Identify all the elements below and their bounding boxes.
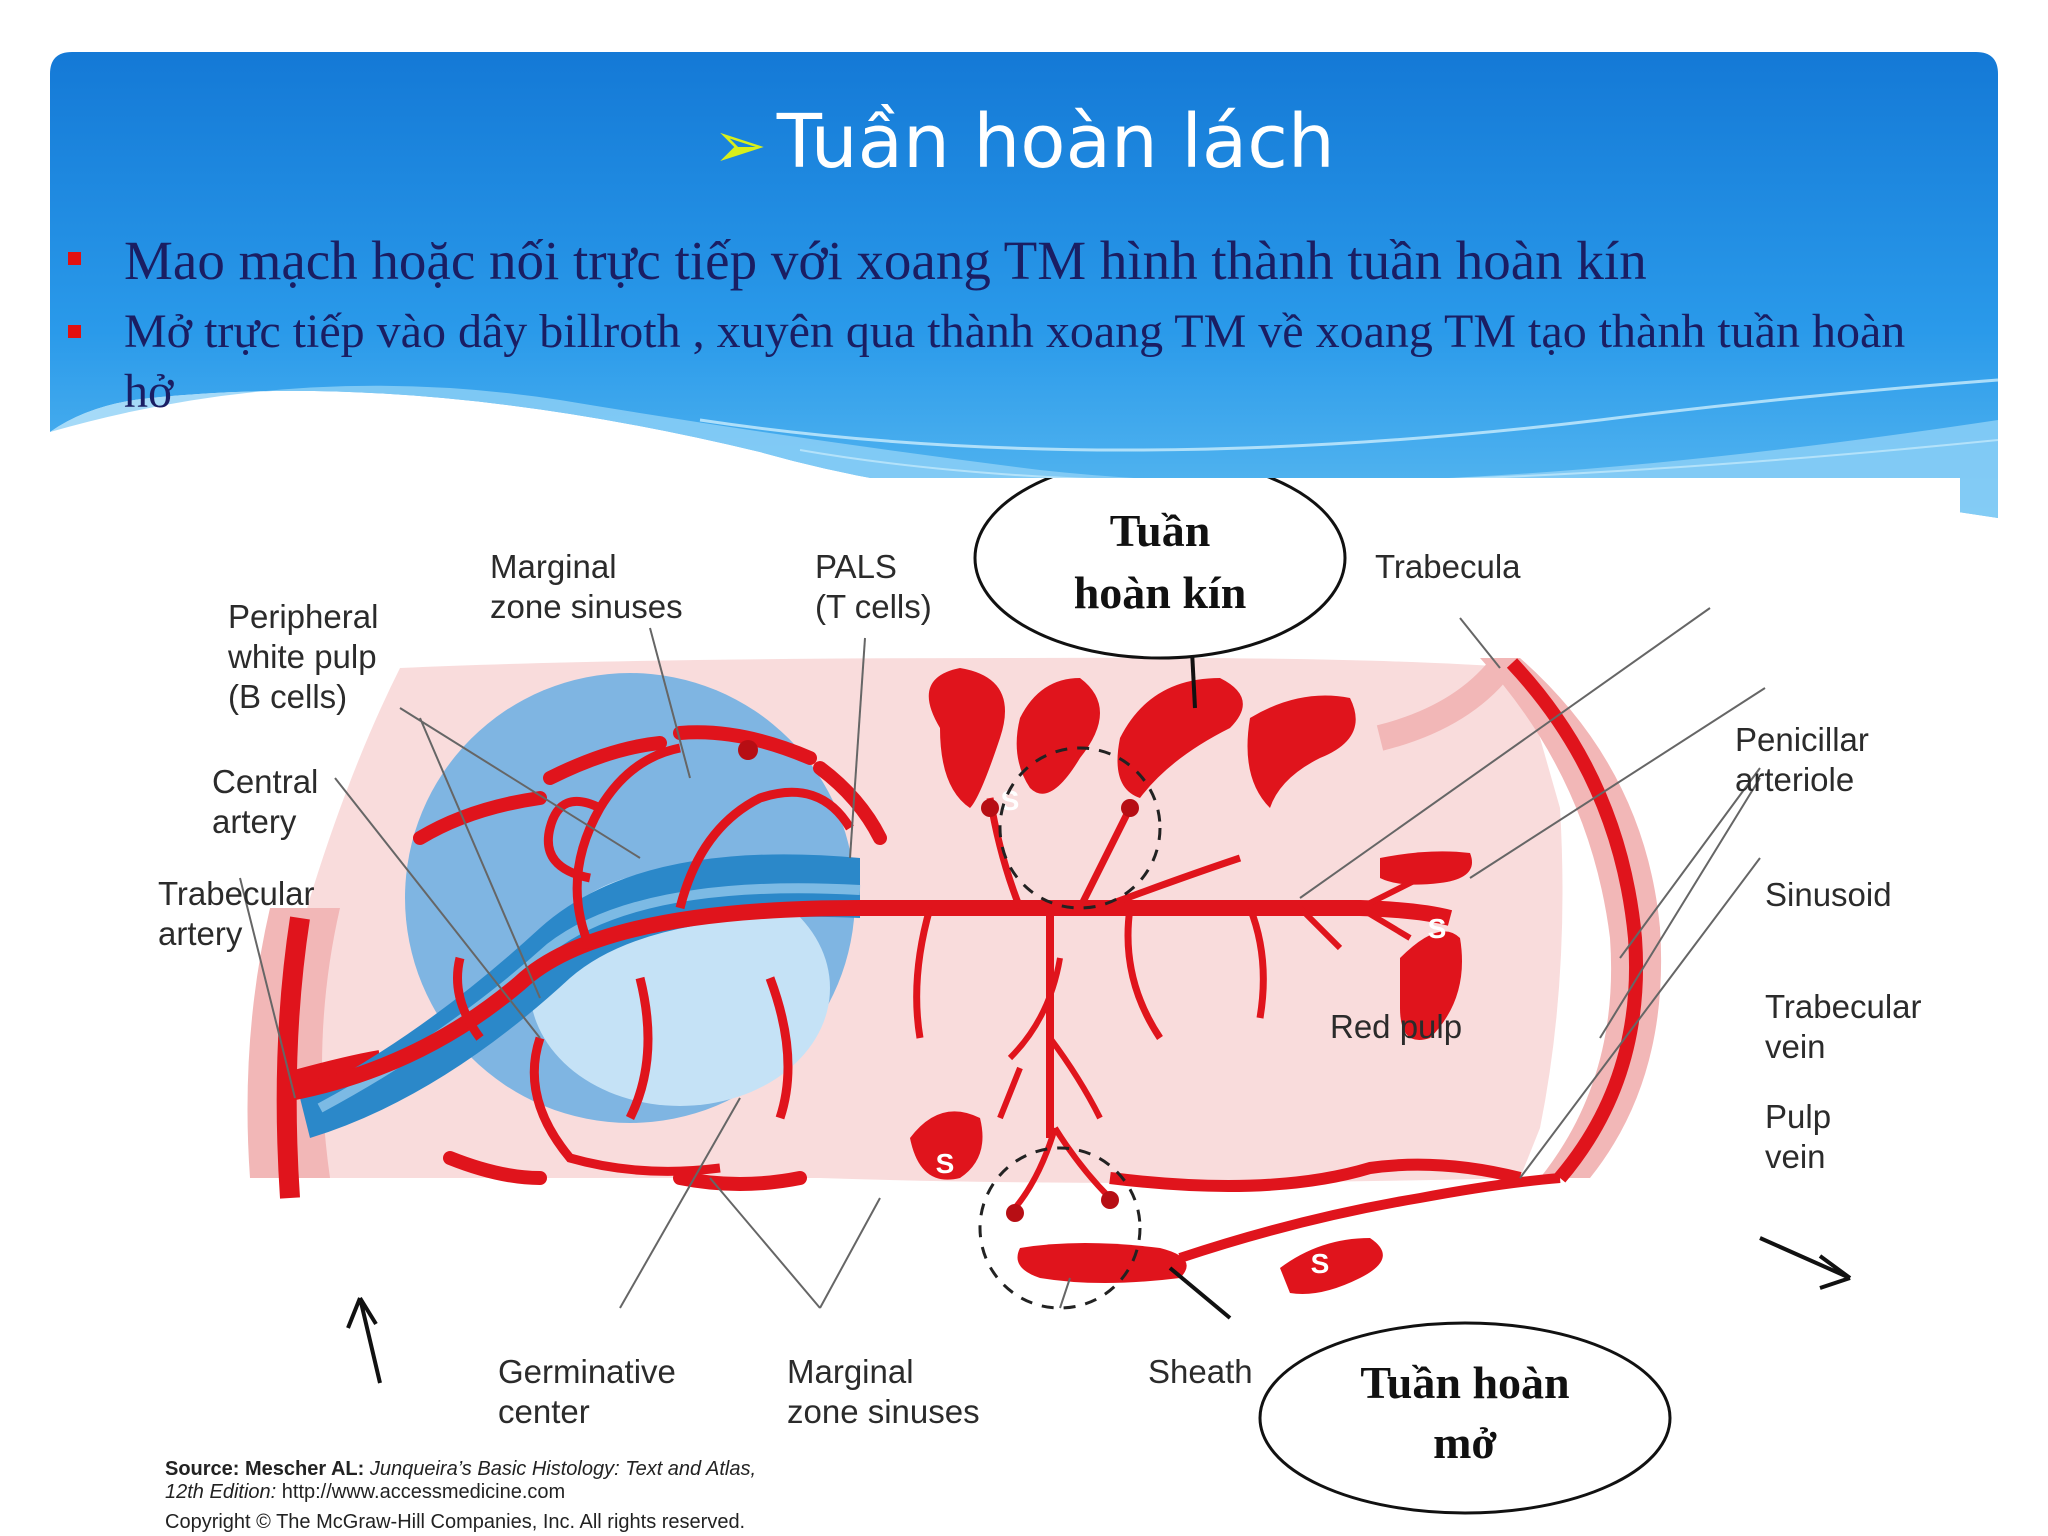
sinusoid bbox=[1380, 851, 1472, 885]
marginal-sinus bbox=[413, 725, 887, 845]
label-penicillar-arteriole: arteriole bbox=[1735, 761, 1854, 798]
sinus-marker: S bbox=[1428, 913, 1447, 944]
label-sinusoid: Sinusoid bbox=[1765, 876, 1892, 913]
sinusoid bbox=[1017, 1243, 1187, 1283]
label-trabecular-vein: vein bbox=[1765, 1028, 1826, 1065]
label-central-artery: artery bbox=[212, 803, 297, 840]
open-circulation-marker bbox=[978, 1146, 1142, 1310]
label-pulp-vein: vein bbox=[1765, 1138, 1826, 1175]
sinusoid bbox=[1247, 695, 1356, 808]
closed-callout-line: Tuần bbox=[1110, 505, 1211, 556]
pulp-vein-vessel bbox=[1178, 1173, 1561, 1263]
sinus-marker: S bbox=[936, 1148, 955, 1179]
bullet-text: Mao mạch hoặc nối trực tiếp với xoang TM… bbox=[124, 230, 1647, 291]
source-edition: 12th Edition: bbox=[165, 1481, 276, 1503]
source-prefix: Source: Mescher AL: bbox=[165, 1458, 370, 1480]
closed-callout-line: hoàn kín bbox=[1074, 567, 1247, 618]
sinusoid bbox=[1016, 678, 1100, 794]
arrow-right-icon bbox=[1759, 1236, 1852, 1290]
bullet-item: Mao mạch hoặc nối trực tiếp với xoang TM… bbox=[62, 228, 1962, 294]
bullet-square-icon bbox=[68, 252, 81, 265]
label-pals: (T cells) bbox=[815, 588, 932, 625]
sinusoid bbox=[1400, 931, 1462, 1040]
label-pulp-vein: Pulp bbox=[1765, 1098, 1831, 1135]
sinusoid bbox=[910, 1111, 983, 1180]
source-line: 12th Edition: http://www.accessmedicine.… bbox=[165, 1481, 565, 1503]
label-peripheral-white-pulp: white pulp bbox=[227, 638, 377, 675]
slide-title-text: Tuần hoàn lách bbox=[776, 99, 1335, 185]
sinus-marker: S bbox=[1311, 1248, 1330, 1279]
label-germinative-center: Germinative bbox=[498, 1353, 676, 1390]
spleen-circulation-diagram: S S S S Tuần hoàn kín bbox=[120, 478, 1960, 1536]
label-trabecular-artery: Trabecular bbox=[158, 875, 315, 912]
label-peripheral-white-pulp: Peripheral bbox=[228, 598, 378, 635]
bullet-item: Mở trực tiếp vào dây billroth , xuyên qu… bbox=[62, 302, 1962, 422]
bullet-list: Mao mạch hoặc nối trực tiếp với xoang TM… bbox=[62, 228, 1962, 422]
central-artery-vessel bbox=[288, 900, 1453, 1101]
sinusoid bbox=[1117, 678, 1243, 798]
label-trabecula: Trabecula bbox=[1375, 548, 1521, 585]
label-marginal-zone-sinuses: Marginal bbox=[787, 1353, 914, 1390]
open-callout-line: Tuần hoàn bbox=[1360, 1357, 1569, 1408]
bullet-text: Mở trực tiếp vào dây billroth , xuyên qu… bbox=[124, 305, 1906, 418]
label-marginal-zone-sinuses: zone sinuses bbox=[490, 588, 683, 625]
copyright-line: Copyright © The McGraw-Hill Companies, I… bbox=[165, 1511, 745, 1533]
label-penicillar-arteriole: Penicillar bbox=[1735, 721, 1869, 758]
trabecula bbox=[1480, 658, 1662, 1178]
label-red-pulp: Red pulp bbox=[1330, 1008, 1462, 1045]
pals-sheath bbox=[300, 854, 860, 1138]
label-peripheral-white-pulp: (B cells) bbox=[228, 678, 347, 715]
label-pals: PALS bbox=[815, 548, 897, 585]
bullet-square-icon bbox=[68, 325, 81, 338]
label-germinative-center: center bbox=[498, 1393, 590, 1430]
closed-circulation-callout bbox=[973, 478, 1347, 660]
closed-circulation-marker bbox=[998, 746, 1162, 910]
label-trabecular-artery: artery bbox=[158, 915, 243, 952]
source-url: http://www.accessmedicine.com bbox=[276, 1481, 565, 1503]
title-arrow-icon: ➢ bbox=[713, 109, 767, 183]
open-circulation-callout bbox=[1258, 1321, 1672, 1515]
source-book-title: Junqueira’s Basic Histology: Text and At… bbox=[369, 1458, 756, 1480]
label-marginal-zone-sinuses: Marginal bbox=[490, 548, 617, 585]
sinusoid bbox=[1280, 1238, 1383, 1294]
label-central-artery: Central bbox=[212, 763, 318, 800]
source-line: Source: Mescher AL: Junqueira’s Basic Hi… bbox=[165, 1458, 756, 1480]
sinus-marker: S bbox=[1001, 785, 1020, 816]
open-callout-line: mở bbox=[1433, 1417, 1497, 1468]
sinusoid bbox=[1109, 1158, 1522, 1192]
label-trabecular-vein: Trabecular bbox=[1765, 988, 1922, 1025]
arrow-up-icon bbox=[346, 1296, 382, 1384]
slide-title: ➢Tuần hoàn lách bbox=[0, 92, 2048, 196]
label-marginal-zone-sinuses: zone sinuses bbox=[787, 1393, 980, 1430]
sinusoid bbox=[928, 668, 1005, 808]
trabecular-artery-vessel bbox=[276, 916, 310, 1199]
label-sheath: Sheath bbox=[1148, 1353, 1253, 1390]
